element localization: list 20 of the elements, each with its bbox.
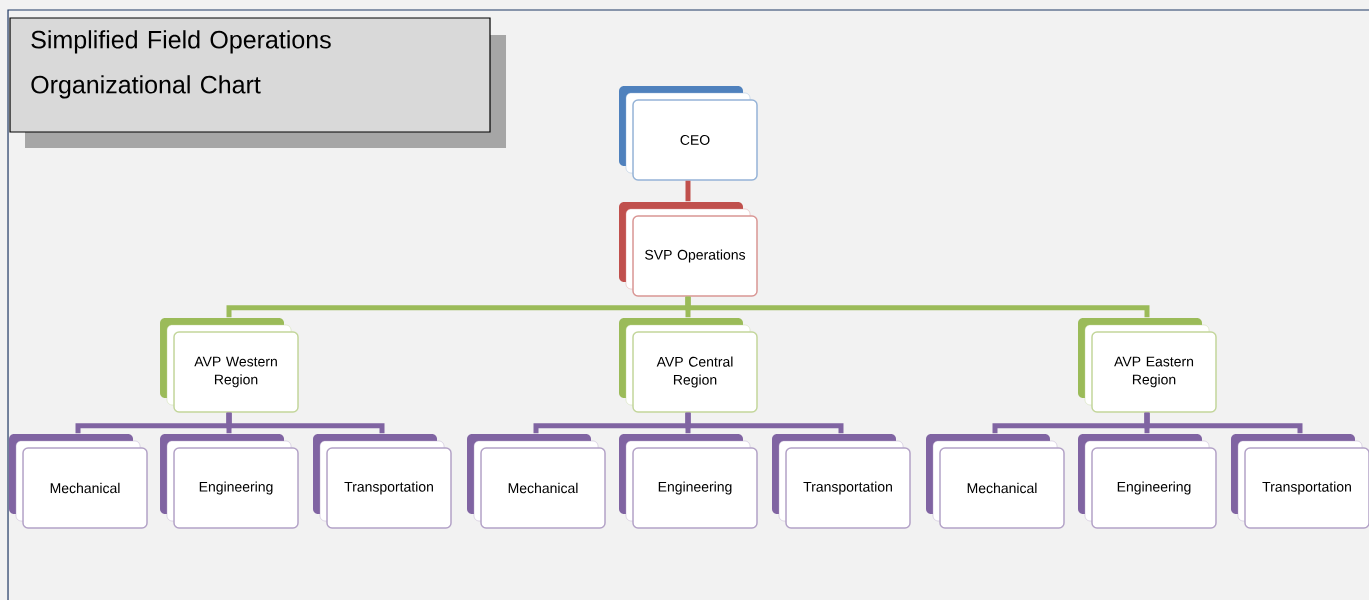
org-box: Mechanical bbox=[9, 434, 148, 529]
org-box: Transportation bbox=[313, 434, 452, 529]
connector-line bbox=[685, 412, 844, 434]
org-box: Engineering bbox=[1078, 434, 1217, 529]
org-box: Mechanical bbox=[926, 434, 1065, 529]
org-box: Mechanical bbox=[467, 434, 606, 529]
org-box: Transportation bbox=[1231, 434, 1369, 529]
connector-line bbox=[1144, 412, 1303, 434]
org-box: Engineering bbox=[160, 434, 299, 529]
org-box: Engineering bbox=[619, 434, 758, 529]
org-box: AVP Central Region bbox=[619, 318, 758, 413]
org-box: SVP Operations bbox=[619, 202, 758, 297]
org-box: AVP Eastern Region bbox=[1078, 318, 1217, 413]
connector-line bbox=[685, 296, 1150, 318]
org-box: Transportation bbox=[772, 434, 911, 529]
org-box: CEO bbox=[619, 86, 758, 181]
title-box: Simplified Field Operations Organizational Chart bbox=[9, 17, 506, 148]
connector-line bbox=[226, 412, 385, 434]
connector-line bbox=[685, 180, 691, 202]
org-box: AVP Western Region bbox=[160, 318, 299, 413]
